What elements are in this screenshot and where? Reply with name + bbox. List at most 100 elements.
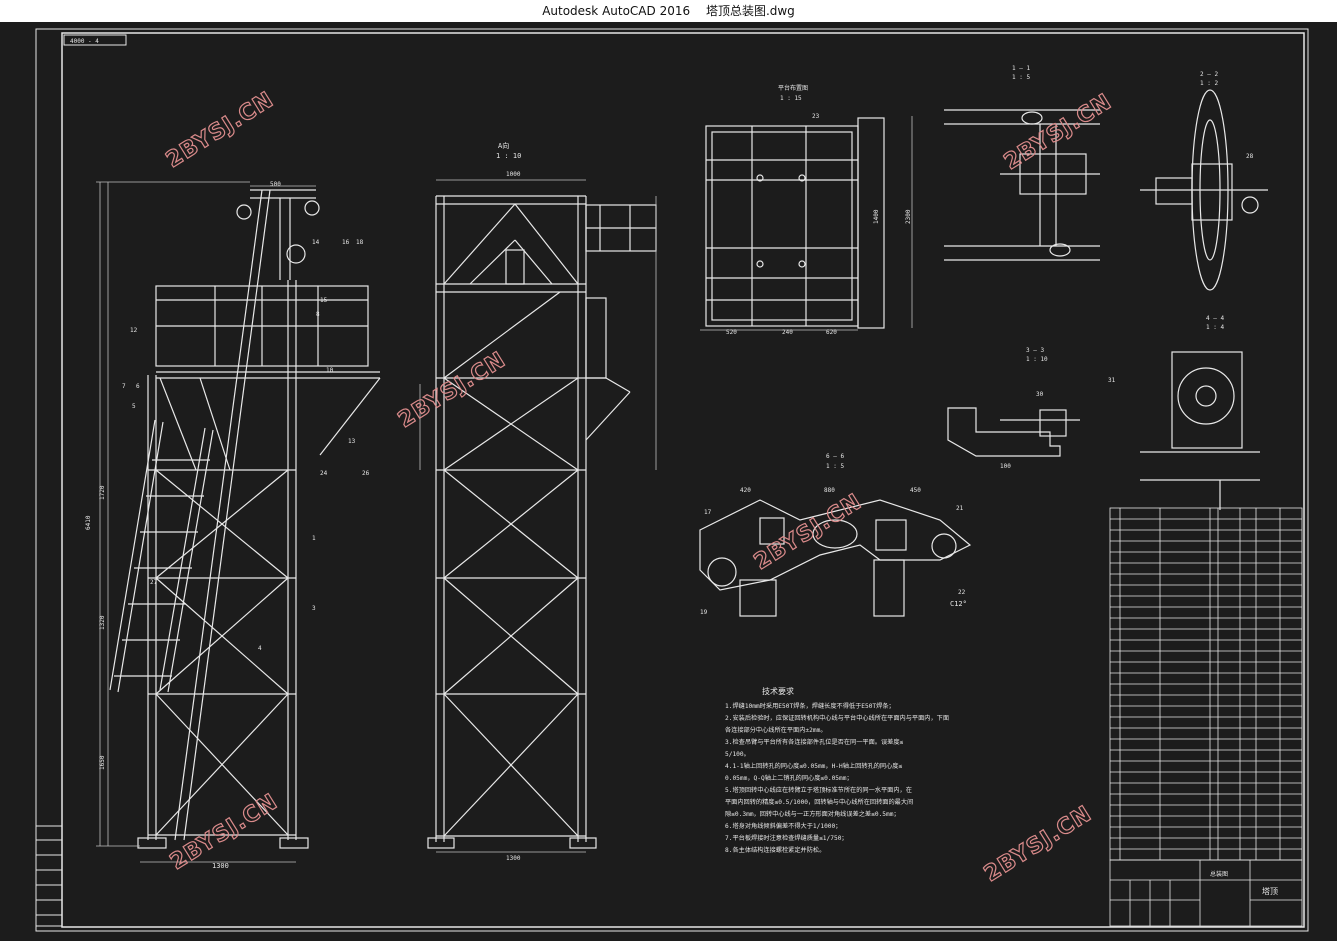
dim-platform-w1: 520 xyxy=(726,329,737,336)
drawing-canvas[interactable]: 4000 - 4 xyxy=(0,22,1337,937)
side-view[interactable] xyxy=(427,195,657,849)
svg-text:2BYSJ.CN: 2BYSJ.CN xyxy=(162,87,278,173)
dim-platform-w2: 240 xyxy=(782,329,793,336)
svg-text:16: 16 xyxy=(342,239,350,246)
svg-text:5.塔顶回转中心线应在转臂立于塔顶标准节所在的同一水平面内，: 5.塔顶回转中心线应在转臂立于塔顶标准节所在的同一水平面内，在 xyxy=(725,786,912,794)
side-view-scale: 1 : 10 xyxy=(496,152,521,160)
front-view[interactable] xyxy=(109,189,381,849)
title-block[interactable] xyxy=(1109,859,1303,927)
parts-list-rows xyxy=(1110,518,1302,850)
svg-text:6: 6 xyxy=(136,383,140,390)
chamfer-note: C12° xyxy=(950,600,967,608)
svg-text:4: 4 xyxy=(258,645,262,652)
section-4-4[interactable] xyxy=(1140,351,1260,510)
section-6-6[interactable] xyxy=(699,499,972,617)
svg-text:12: 12 xyxy=(130,327,138,334)
section-1-1-scale: 1 : 5 xyxy=(1012,74,1030,81)
file-name: 塔顶总装图.dwg xyxy=(705,4,795,18)
dim-seg1: 1720 xyxy=(99,485,106,500)
svg-text:19: 19 xyxy=(700,609,708,616)
svg-text:21: 21 xyxy=(956,505,964,512)
front-dimensions xyxy=(96,181,316,863)
title-block-name: 塔顶 xyxy=(1262,886,1278,896)
section-2-2[interactable] xyxy=(1140,89,1268,291)
left-legend-block xyxy=(35,825,63,927)
side-dimensions xyxy=(419,179,657,853)
svg-text:26: 26 xyxy=(362,470,370,477)
svg-text:10: 10 xyxy=(326,367,334,374)
svg-text:1.焊缝10mm时采用E50T焊条，焊缝长度不得低于E50T: 1.焊缝10mm时采用E50T焊条，焊缝长度不得低于E50T焊条； xyxy=(725,702,895,710)
dim-front-width: 1300 xyxy=(212,862,229,870)
dim-side-width: 1300 xyxy=(506,855,521,862)
dim-platform-total: 2300 xyxy=(905,209,912,224)
section-6-6-scale: 1 : 5 xyxy=(826,463,844,470)
section-1-1-label: 1 — 1 xyxy=(1012,65,1030,72)
cad-drawing[interactable]: 4000 - 4 xyxy=(0,22,1337,937)
svg-text:2.安装后检验时，应保证回转机构中心线与平台中心线所在平面内: 2.安装后检验时，应保证回转机构中心线与平台中心线所在平面内与平面内，下面 xyxy=(725,714,949,722)
svg-text:31: 31 xyxy=(1108,377,1116,384)
svg-text:隙≤0.3mm，回转中心线与一正方形面对角线误差之差≤0.5: 隙≤0.3mm，回转中心线与一正方形面对角线误差之差≤0.5mm； xyxy=(725,810,900,818)
platform-dimensions xyxy=(700,116,913,331)
svg-text:13: 13 xyxy=(348,438,356,445)
dim-front-top: 500 xyxy=(270,181,281,188)
svg-text:2BYSJ.CN: 2BYSJ.CN xyxy=(1000,89,1116,175)
tech-title: 技术要求 xyxy=(762,686,794,696)
platform-view-scale: 1 : 15 xyxy=(780,95,802,102)
svg-text:2BYSJ.CN: 2BYSJ.CN xyxy=(980,801,1096,887)
side-view-label: A向 xyxy=(498,141,509,150)
dim-s66-b: 880 xyxy=(824,487,835,494)
tech-requirements: 技术要求 1.焊缝10mm时采用E50T焊条，焊缝长度不得低于E50T焊条； 2… xyxy=(725,686,949,854)
window-titlebar: Autodesk AutoCAD 2016 塔顶总装图.dwg xyxy=(0,0,1337,22)
dim-s33: 100 xyxy=(1000,463,1011,470)
dim-side-top: 1000 xyxy=(506,171,521,178)
svg-text:6.塔身对角线倾斜偏差不得大于1/1000；: 6.塔身对角线倾斜偏差不得大于1/1000； xyxy=(725,822,841,830)
svg-text:2BYSJ.CN: 2BYSJ.CN xyxy=(750,489,866,575)
svg-text:5/100。: 5/100。 xyxy=(725,751,750,758)
svg-text:8: 8 xyxy=(316,311,320,318)
title-block-label: 总装图 xyxy=(1210,870,1228,878)
svg-text:1: 1 xyxy=(312,535,316,542)
svg-text:平面内回转的精度≤0.5/1000，回转轴与中心线所在回转面: 平面内回转的精度≤0.5/1000，回转轴与中心线所在回转面的最大间 xyxy=(725,798,913,806)
svg-text:15: 15 xyxy=(320,297,328,304)
svg-text:14: 14 xyxy=(312,239,320,246)
svg-text:各连接部分中心线所在平面内±2mm。: 各连接部分中心线所在平面内±2mm。 xyxy=(725,726,827,734)
svg-text:8.各主体结构连接螺栓紧定并防松。: 8.各主体结构连接螺栓紧定并防松。 xyxy=(725,846,825,854)
dim-s66-a: 420 xyxy=(740,487,751,494)
drawing-frame xyxy=(35,28,1309,932)
svg-text:7.平台板焊接时注意检查焊缝质量≤1/750；: 7.平台板焊接时注意检查焊缝质量≤1/750； xyxy=(725,834,848,842)
svg-text:7: 7 xyxy=(122,383,126,390)
platform-view-label: 平台布置图 xyxy=(778,84,808,92)
section-3-3-label: 3 — 3 xyxy=(1026,347,1044,354)
dim-s66-c: 450 xyxy=(910,487,921,494)
parts-list-table[interactable] xyxy=(1109,507,1303,861)
svg-text:23: 23 xyxy=(812,113,820,120)
dim-seg3: 1650 xyxy=(99,755,106,770)
section-4-4-scale: 1 : 4 xyxy=(1206,324,1224,331)
svg-text:2BYSJ.CN: 2BYSJ.CN xyxy=(394,347,510,433)
section-2-2-label: 2 — 2 xyxy=(1200,71,1218,78)
svg-text:5: 5 xyxy=(132,403,136,410)
svg-text:4.1-1轴上回转孔的同心度≤0.05mm，H-H轴上回转孔: 4.1-1轴上回转孔的同心度≤0.05mm，H-H轴上回转孔的同心度≤ xyxy=(725,762,902,770)
frame-tag: 4000 - 4 xyxy=(70,38,99,45)
svg-text:17: 17 xyxy=(704,509,712,516)
dim-platform-w3: 620 xyxy=(826,329,837,336)
platform-view[interactable] xyxy=(705,117,885,329)
svg-text:30: 30 xyxy=(1036,391,1044,398)
section-6-6-label: 6 — 6 xyxy=(826,453,844,460)
dim-total-height: 6410 xyxy=(85,515,92,530)
section-3-3-scale: 1 : 10 xyxy=(1026,356,1048,363)
svg-text:22: 22 xyxy=(958,589,966,596)
dim-seg2: 1320 xyxy=(99,615,106,630)
section-3-3[interactable] xyxy=(947,407,1080,457)
section-1-1[interactable] xyxy=(944,109,1100,261)
svg-text:3.检查吊臂与平台所有各连接部件孔位是否在同一平面。误差度≤: 3.检查吊臂与平台所有各连接部件孔位是否在同一平面。误差度≤ xyxy=(725,738,904,746)
app-name: Autodesk AutoCAD 2016 xyxy=(542,4,691,18)
svg-text:0.05mm，Q-Q轴上二销孔的同心度≤0.05mm；: 0.05mm，Q-Q轴上二销孔的同心度≤0.05mm； xyxy=(725,774,853,782)
dim-platform-h: 1400 xyxy=(873,209,880,224)
section-2-2-scale: 1 : 2 xyxy=(1200,80,1218,87)
svg-text:28: 28 xyxy=(1246,153,1254,160)
svg-text:24: 24 xyxy=(320,470,328,477)
svg-text:27: 27 xyxy=(150,579,158,586)
section-4-4-label: 4 — 4 xyxy=(1206,315,1224,322)
svg-text:3: 3 xyxy=(312,605,316,612)
